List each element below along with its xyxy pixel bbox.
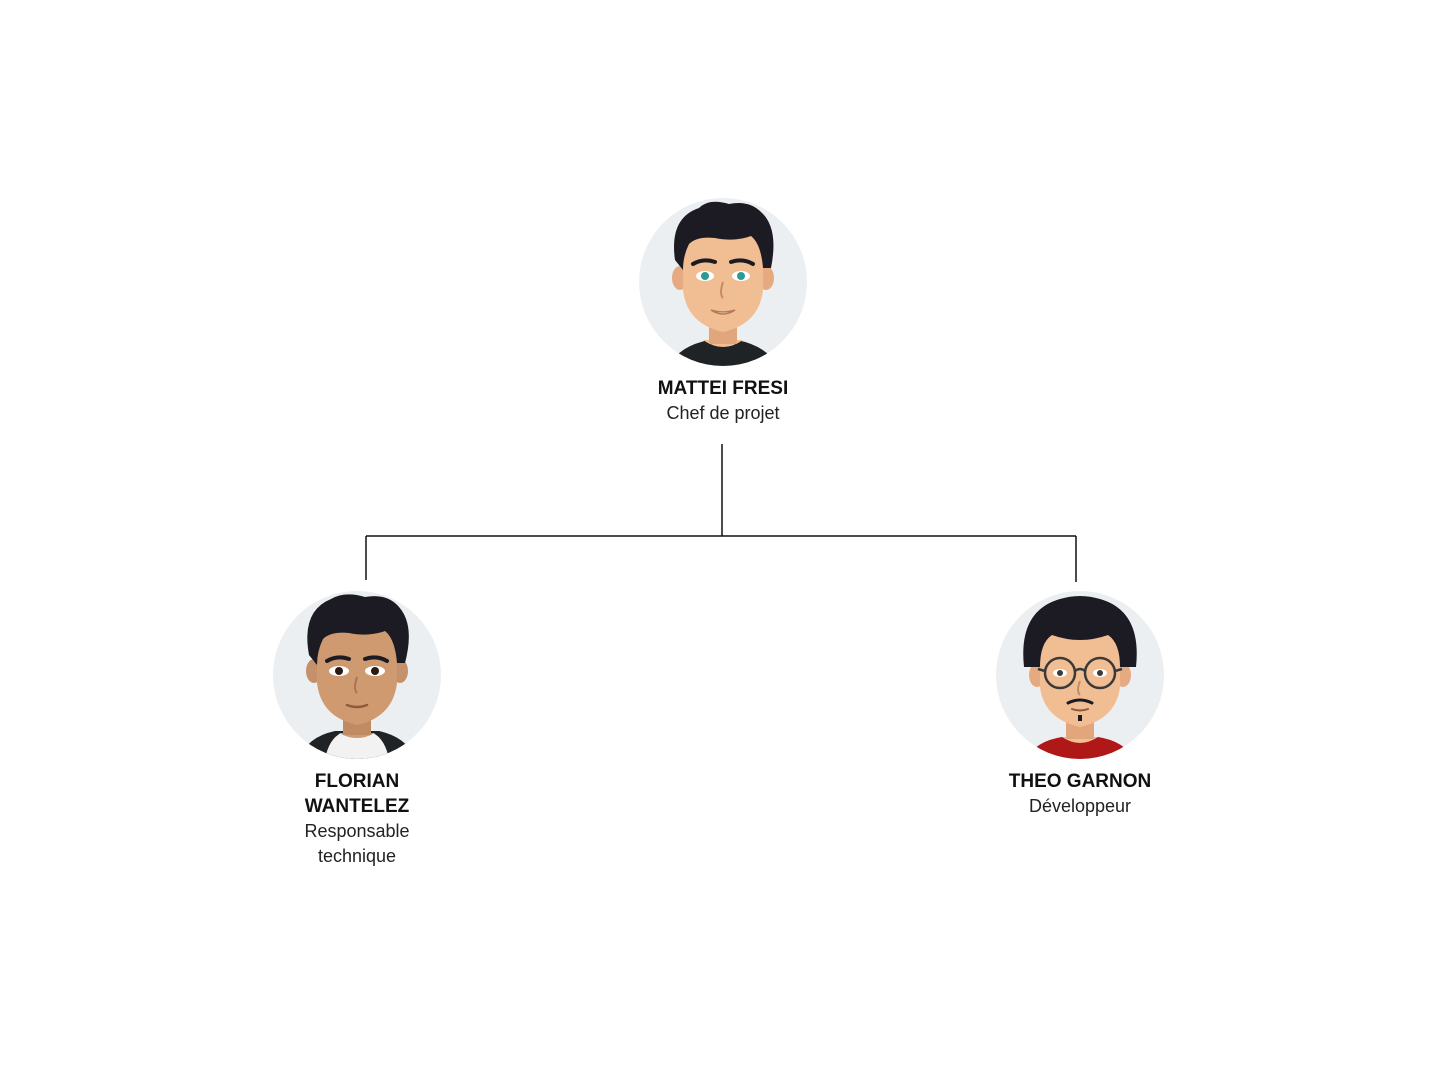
male-avatar-icon <box>273 591 441 759</box>
person-name: FLORIAN WANTELEZ <box>304 771 410 817</box>
person-role: Chef de projet <box>666 403 780 423</box>
org-node-mattei-fresi: MATTEI FRESI Chef de projet <box>623 198 823 426</box>
male-avatar-icon <box>639 198 807 366</box>
person-role: Responsable technique <box>304 821 410 866</box>
person-name: MATTEI FRESI <box>657 378 789 399</box>
person-role: Développeur <box>1028 796 1132 816</box>
male-avatar-glasses-icon <box>996 591 1164 759</box>
person-name: THEO GARNON <box>1008 771 1152 792</box>
org-node-florian-wantelez: FLORIAN WANTELEZ Responsable technique <box>257 591 457 869</box>
org-node-theo-garnon: THEO GARNON Développeur <box>980 591 1180 819</box>
